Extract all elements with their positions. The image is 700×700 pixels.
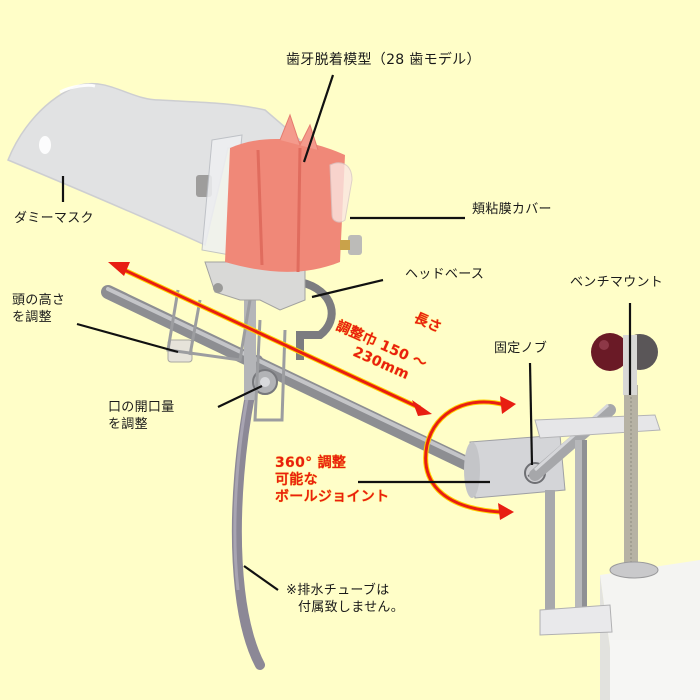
label-head-height-line2: を調整 xyxy=(12,310,52,325)
table-edge xyxy=(600,560,700,700)
label-mouth-opening-line1: 口の開口量 xyxy=(108,400,175,415)
length-arrow-icon xyxy=(108,262,432,416)
callout-ball-joint-line1: 360° 調整 xyxy=(275,455,347,471)
label-bench-mount: ベンチマウント xyxy=(570,275,664,290)
callout-ball-joint-line3: ボールジョイント xyxy=(275,489,390,505)
label-drain-tube: ※排水チューブは 付属致しません。 xyxy=(286,582,404,616)
head-height-clamp xyxy=(166,289,252,363)
label-cheek-cover: 頬粘膜カバー xyxy=(472,202,552,217)
callout-ball-joint: 360° 調整 可能な ボールジョイント xyxy=(275,455,389,506)
label-head-height-line1: 頭の高さ xyxy=(12,293,66,308)
ball-joint-block xyxy=(464,403,616,499)
label-head-height: 頭の高さ を調整 xyxy=(12,292,65,326)
label-head-base: ヘッドベース xyxy=(405,267,485,282)
label-fixing-knob: 固定ノブ xyxy=(494,341,548,356)
label-drain-tube-line2: 付属致しません。 xyxy=(298,600,405,615)
callout-ball-joint-line2: 可能な xyxy=(275,472,318,488)
label-teeth-model: 歯牙脱着模型（28 歯モデル） xyxy=(286,52,481,68)
leader-lines xyxy=(61,74,632,591)
label-mouth-opening: 口の開口量 を調整 xyxy=(108,399,175,433)
label-dummy-mask: ダミーマスク xyxy=(14,211,94,226)
rotation-arrow-icon xyxy=(423,396,516,520)
main-rod xyxy=(101,285,477,472)
label-mouth-opening-line2: を調整 xyxy=(108,417,148,432)
teeth-model xyxy=(225,113,362,273)
label-drain-tube-line1: ※排水チューブは xyxy=(286,583,390,598)
drain-tube xyxy=(231,355,265,670)
